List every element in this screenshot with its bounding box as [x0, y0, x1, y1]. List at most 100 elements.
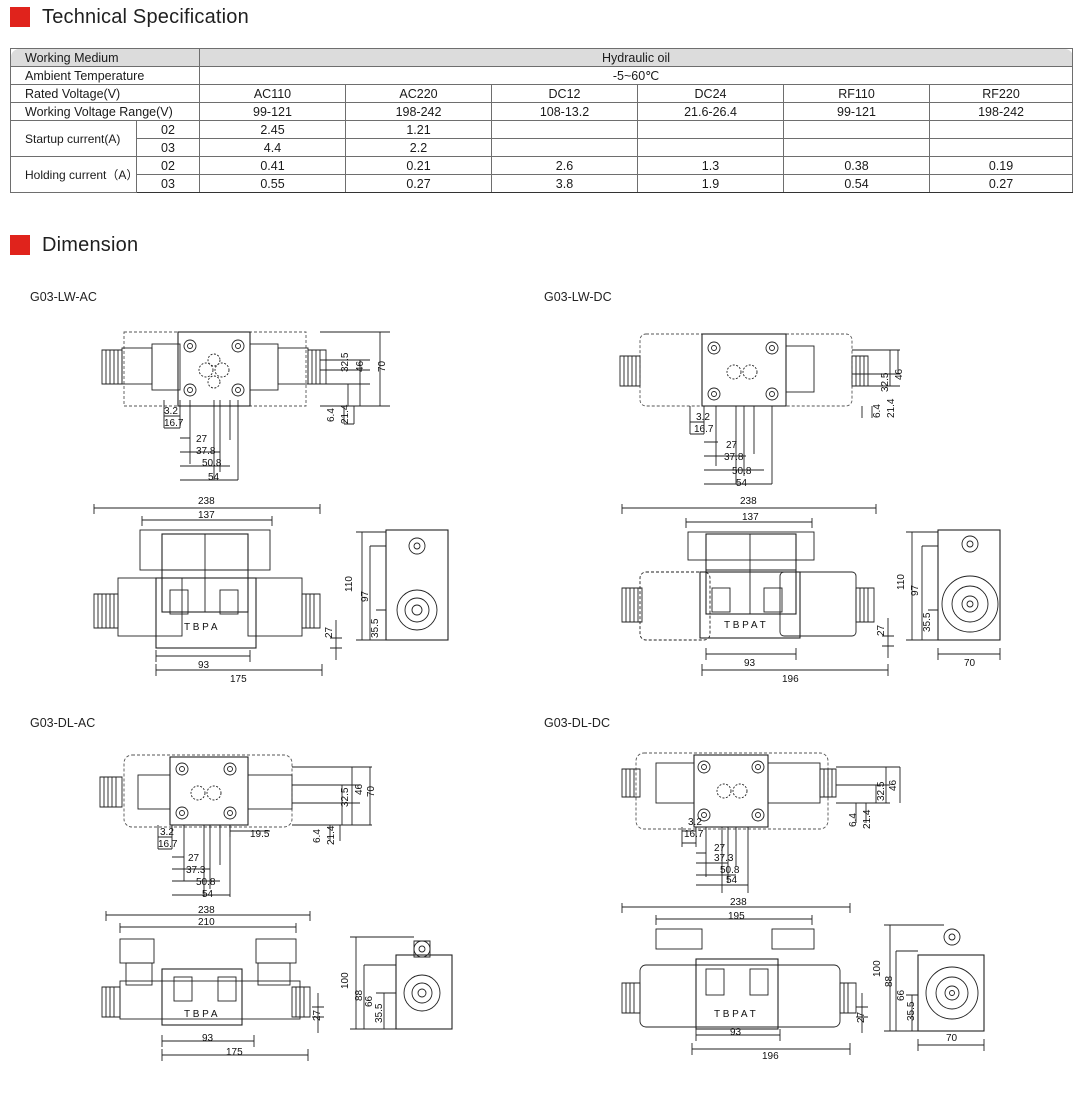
startup-cell: [783, 120, 930, 139]
dim-label: 27: [312, 1009, 323, 1021]
front-dims-dl-ac: 238 210 100 88 66 35.5 27 93 175 T B P A: [184, 905, 385, 1058]
dim-label: 16.7: [694, 424, 714, 435]
dim-label: 16.7: [158, 839, 178, 850]
spec-row-medium: Working Medium Hydraulic oil: [10, 48, 1074, 67]
dim-label: 93: [202, 1033, 214, 1044]
top-view-dl-dc: [621, 752, 901, 893]
startup-cell: 4.4: [199, 138, 346, 157]
holding-cell: 0.21: [345, 156, 492, 175]
range-cell: 108-13.2: [491, 102, 638, 121]
top-view-lw-ac: [101, 331, 390, 481]
dim-label: 27: [188, 853, 200, 864]
front-dims-lw-dc: 238 137 110 97 35.5 27 93 196 70 T B P A…: [724, 496, 976, 685]
dim-label: 35.5: [370, 618, 381, 638]
dim-label: 195: [728, 911, 745, 922]
holding-cell: 0.27: [345, 174, 492, 193]
drawing-lw-ac: 32.5 46 70 6.4 21.4 3.2 16.7 27 37.8 50.…: [93, 331, 449, 685]
spec-row-range: Working Voltage Range(V) 99-121 198-242 …: [10, 102, 1074, 121]
dim-label: 50.8: [720, 865, 740, 876]
dim-label: 238: [740, 496, 757, 507]
dim-label: 238: [730, 897, 747, 908]
holding-cell: 0.38: [783, 156, 930, 175]
dim-label: 100: [872, 960, 883, 977]
range-cell: 21.6-26.4: [637, 102, 784, 121]
dim-label: 50.8: [732, 466, 752, 477]
medium-label: Working Medium: [10, 48, 200, 67]
dim-label: 50.8: [202, 458, 222, 469]
spec-row-startup-03: 03 4.4 2.2: [11, 138, 1074, 157]
dim-label: 97: [910, 584, 921, 596]
holding-label: Holding current（A）: [10, 156, 138, 193]
dim-label: 37.3: [186, 865, 206, 876]
size-cell: 03: [136, 174, 200, 193]
range-cell: 198-242: [345, 102, 492, 121]
dim-label: 88: [884, 975, 895, 987]
dim-label: 32.5: [340, 352, 351, 372]
dim-label: 37.8: [724, 452, 744, 463]
rated-label: Rated Voltage(V): [10, 84, 200, 103]
dim-label: 137: [198, 510, 215, 521]
dim-label: 6.4: [848, 813, 859, 827]
spec-row-rated: Rated Voltage(V) AC110 AC220 DC12 DC24 R…: [10, 84, 1074, 103]
front-view-lw-ac: [93, 504, 449, 676]
drawing-title-lw-dc: G03-LW-DC: [544, 290, 612, 304]
dim-label: 21.4: [326, 825, 337, 845]
range-label: Working Voltage Range(V): [10, 102, 200, 121]
dim-label: 27: [856, 1011, 867, 1023]
dim-label: 175: [226, 1047, 243, 1058]
front-view-dl-dc: [621, 903, 985, 1055]
dim-label: 35.5: [374, 1003, 385, 1023]
dim-label: 27: [196, 434, 208, 445]
rated-cell: RF110: [783, 84, 930, 103]
dim-label: 6.4: [312, 829, 323, 843]
ambient-label: Ambient Temperature: [10, 66, 200, 85]
dim-label: 46: [355, 360, 366, 372]
startup-cell: [928, 120, 1074, 139]
spec-title-text: Technical Specification: [42, 5, 249, 28]
dim-label: 100: [340, 972, 351, 989]
dim-label: 6.4: [872, 404, 883, 418]
dim-label: 175: [230, 674, 247, 685]
dim-title-text: Dimension: [42, 233, 139, 256]
drawing-dl-dc: 32.5 46 6.4 21.4 3.2 16.7 27 37.3 50.8 5…: [621, 752, 985, 1062]
dim-label: 54: [736, 478, 748, 489]
drawing-dl-ac: 32.5 46 70 6.4 21.4 19.5 3.2 16.7 27 37.…: [99, 754, 453, 1061]
drawing-title-dl-dc: G03-DL-DC: [544, 716, 610, 730]
top-dims-lw-dc: 32.5 46 6.4 21.4 3.2 16.7 27 37.8 50.8 5…: [694, 368, 905, 489]
front-dims-dl-dc: 238 195 100 88 66 35.5 27 93 196 70 T B …: [714, 897, 958, 1062]
dim-label: 66: [364, 995, 375, 1007]
dim-label: 137: [742, 512, 759, 523]
front-view-lw-dc: [621, 504, 1001, 676]
drawing-title-dl-ac: G03-DL-AC: [30, 716, 96, 730]
rated-cell: RF220: [928, 84, 1074, 103]
dim-label: 238: [198, 905, 215, 916]
holding-cell: 0.19: [928, 156, 1074, 175]
dim-label: 196: [762, 1051, 779, 1062]
dim-section-title: Dimension: [10, 234, 138, 256]
startup-cell: 1.21: [345, 120, 492, 139]
dim-label: 46: [888, 779, 899, 791]
dim-label: 210: [198, 917, 215, 928]
dim-label: 66: [896, 989, 907, 1001]
dim-label: 19.5: [250, 829, 270, 840]
holding-cell: 1.3: [637, 156, 784, 175]
spec-row-holding-02: Holding current（A） 02 0.41 0.21 2.6 1.3 …: [10, 156, 1074, 193]
dim-label: 46: [354, 783, 365, 795]
drawing-lw-dc: 32.5 46 6.4 21.4 3.2 16.7 27 37.8 50.8 5…: [619, 333, 1001, 685]
dim-label: 3.2: [696, 412, 710, 423]
dim-label: 21.4: [886, 398, 897, 418]
dim-label: 35.5: [922, 612, 933, 632]
top-view-dl-ac: [99, 754, 372, 897]
rated-cell: DC24: [637, 84, 784, 103]
startup-label: Startup current(A): [10, 120, 137, 157]
range-cell: 99-121: [199, 102, 346, 121]
dim-label: 6.4: [326, 408, 337, 422]
medium-value: Hydraulic oil: [198, 48, 1074, 67]
dim-label: 88: [354, 989, 365, 1001]
range-cell: 99-121: [783, 102, 930, 121]
red-square-icon: [10, 7, 30, 27]
dim-label: 110: [896, 574, 907, 590]
rated-cell: AC220: [345, 84, 492, 103]
dim-label: 27: [876, 624, 887, 636]
startup-cell: [637, 120, 784, 139]
